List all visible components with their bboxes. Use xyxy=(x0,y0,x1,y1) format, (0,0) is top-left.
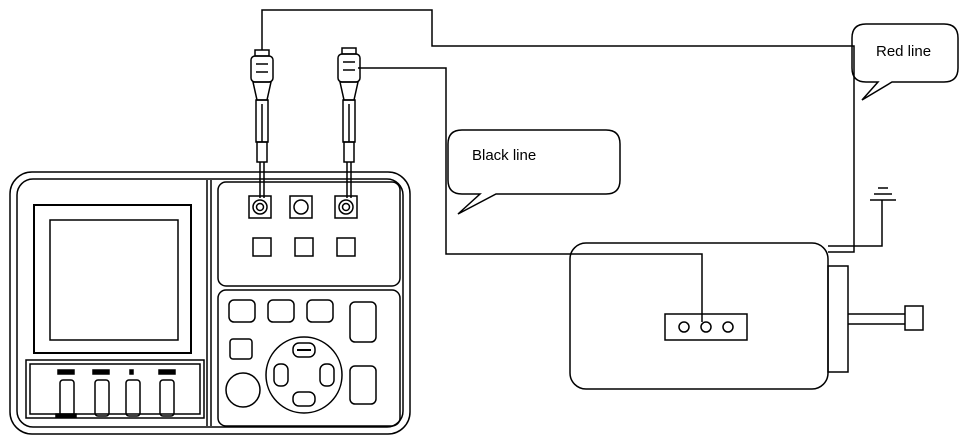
device-shaft xyxy=(848,305,924,331)
slide-switch[interactable] xyxy=(55,369,77,418)
black-line-label: Black line xyxy=(472,147,537,164)
panel-button[interactable] xyxy=(294,237,314,257)
bottom-switch-panel xyxy=(25,359,205,419)
device-flange xyxy=(827,265,849,373)
round-button[interactable] xyxy=(225,372,261,408)
probe-right[interactable] xyxy=(337,47,361,198)
keypad-panel xyxy=(217,289,401,427)
device-under-test xyxy=(569,242,924,390)
keypad-button[interactable] xyxy=(349,301,377,343)
red-line-wire xyxy=(261,9,855,253)
slide-switch[interactable] xyxy=(92,369,110,417)
keypad-button[interactable] xyxy=(306,299,334,323)
keypad-button[interactable] xyxy=(229,338,253,360)
probe-left[interactable] xyxy=(250,49,274,198)
keypad-button[interactable] xyxy=(267,299,295,323)
device-terminal-block[interactable] xyxy=(664,313,748,341)
terminal-panel xyxy=(217,181,401,287)
terminal-jack-right[interactable] xyxy=(334,195,358,219)
keypad-button[interactable] xyxy=(228,299,256,323)
panel-button[interactable] xyxy=(336,237,356,257)
tester-outer-case xyxy=(9,171,411,435)
slide-switch[interactable] xyxy=(158,369,176,417)
tester-inner-case xyxy=(16,178,404,428)
display-screen xyxy=(33,204,192,354)
terminal-jack-middle[interactable] xyxy=(289,195,313,219)
direction-pad[interactable] xyxy=(265,336,343,414)
black-line-wire xyxy=(358,67,703,322)
panel-button[interactable] xyxy=(252,237,272,257)
red-line-callout-bubble xyxy=(851,23,959,101)
tester-instrument xyxy=(9,171,411,435)
ground-symbol-icon xyxy=(828,187,896,247)
keypad-button[interactable] xyxy=(349,365,377,405)
slide-switch[interactable] xyxy=(125,369,141,417)
black-line-callout-bubble xyxy=(447,129,621,215)
red-line-label: Red line xyxy=(876,43,932,60)
device-body xyxy=(569,242,829,390)
